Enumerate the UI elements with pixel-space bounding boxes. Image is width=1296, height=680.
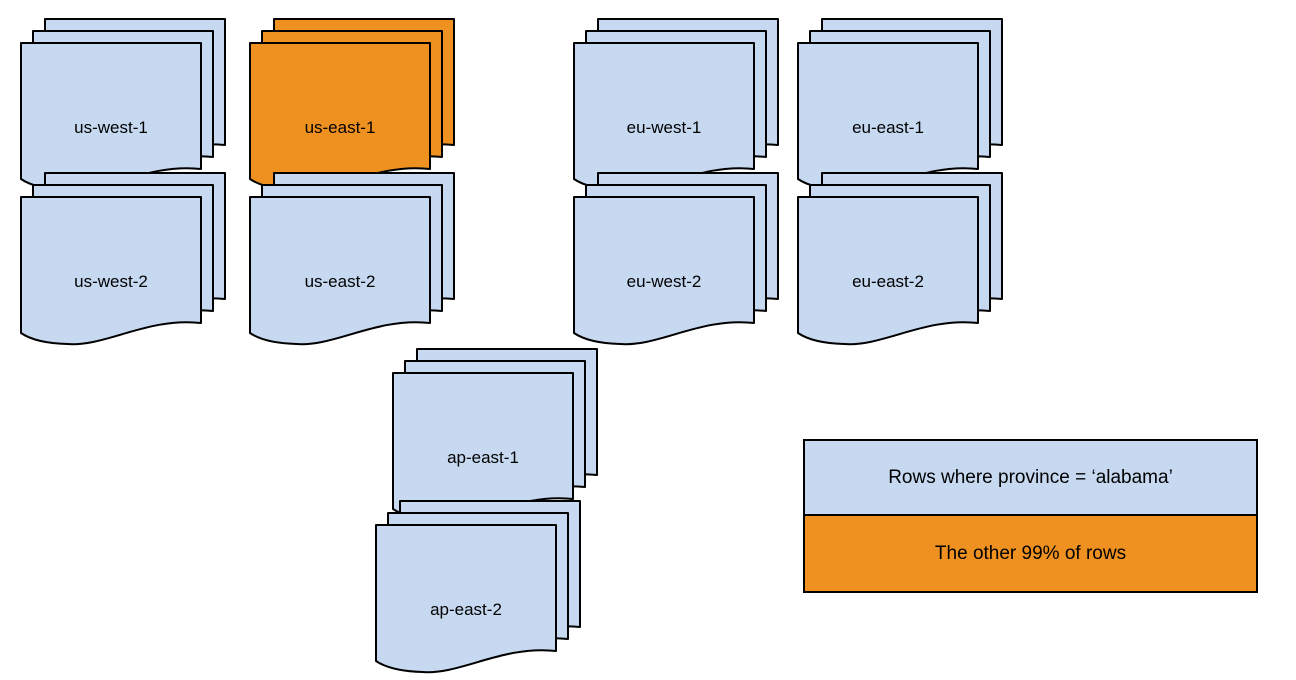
region-stack-eu-east-2[interactable]: eu-east-2 — [797, 172, 1003, 346]
sheet-3 — [375, 524, 557, 674]
legend: Rows where province = ‘alabama’ The other… — [803, 439, 1258, 593]
region-stack-us-east-1[interactable]: us-east-1 — [249, 18, 455, 192]
stack-sheets-ap-east-2 — [375, 500, 581, 674]
sheet-3 — [392, 372, 574, 522]
stack-sheets-eu-west-1 — [573, 18, 779, 192]
legend-item-orange: The other 99% of rows — [805, 514, 1256, 591]
stack-sheets-eu-west-2 — [573, 172, 779, 346]
sheet-3 — [20, 196, 202, 346]
sheet-3 — [797, 196, 979, 346]
sheet-3 — [797, 42, 979, 192]
stack-sheets-us-west-1 — [20, 18, 226, 192]
region-stack-ap-east-2[interactable]: ap-east-2 — [375, 500, 581, 674]
legend-label-blue: Rows where province = ‘alabama’ — [888, 466, 1173, 488]
sheet-3 — [573, 196, 755, 346]
sheet-3 — [573, 42, 755, 192]
stack-sheets-eu-east-2 — [797, 172, 1003, 346]
region-stack-us-west-1[interactable]: us-west-1 — [20, 18, 226, 192]
legend-label-orange: The other 99% of rows — [934, 542, 1127, 564]
legend-item-blue: Rows where province = ‘alabama’ — [805, 441, 1256, 514]
stack-sheets-ap-east-1 — [392, 348, 598, 522]
region-stack-eu-west-2[interactable]: eu-west-2 — [573, 172, 779, 346]
region-stack-us-west-2[interactable]: us-west-2 — [20, 172, 226, 346]
sheet-3 — [249, 42, 431, 192]
region-stack-us-east-2[interactable]: us-east-2 — [249, 172, 455, 346]
stack-sheets-us-east-2 — [249, 172, 455, 346]
region-stack-ap-east-1[interactable]: ap-east-1 — [392, 348, 598, 522]
sheet-3 — [20, 42, 202, 192]
stack-sheets-eu-east-1 — [797, 18, 1003, 192]
stack-sheets-us-west-2 — [20, 172, 226, 346]
sheet-3 — [249, 196, 431, 346]
region-stack-eu-east-1[interactable]: eu-east-1 — [797, 18, 1003, 192]
stack-sheets-us-east-1 — [249, 18, 455, 192]
region-stack-eu-west-1[interactable]: eu-west-1 — [573, 18, 779, 192]
